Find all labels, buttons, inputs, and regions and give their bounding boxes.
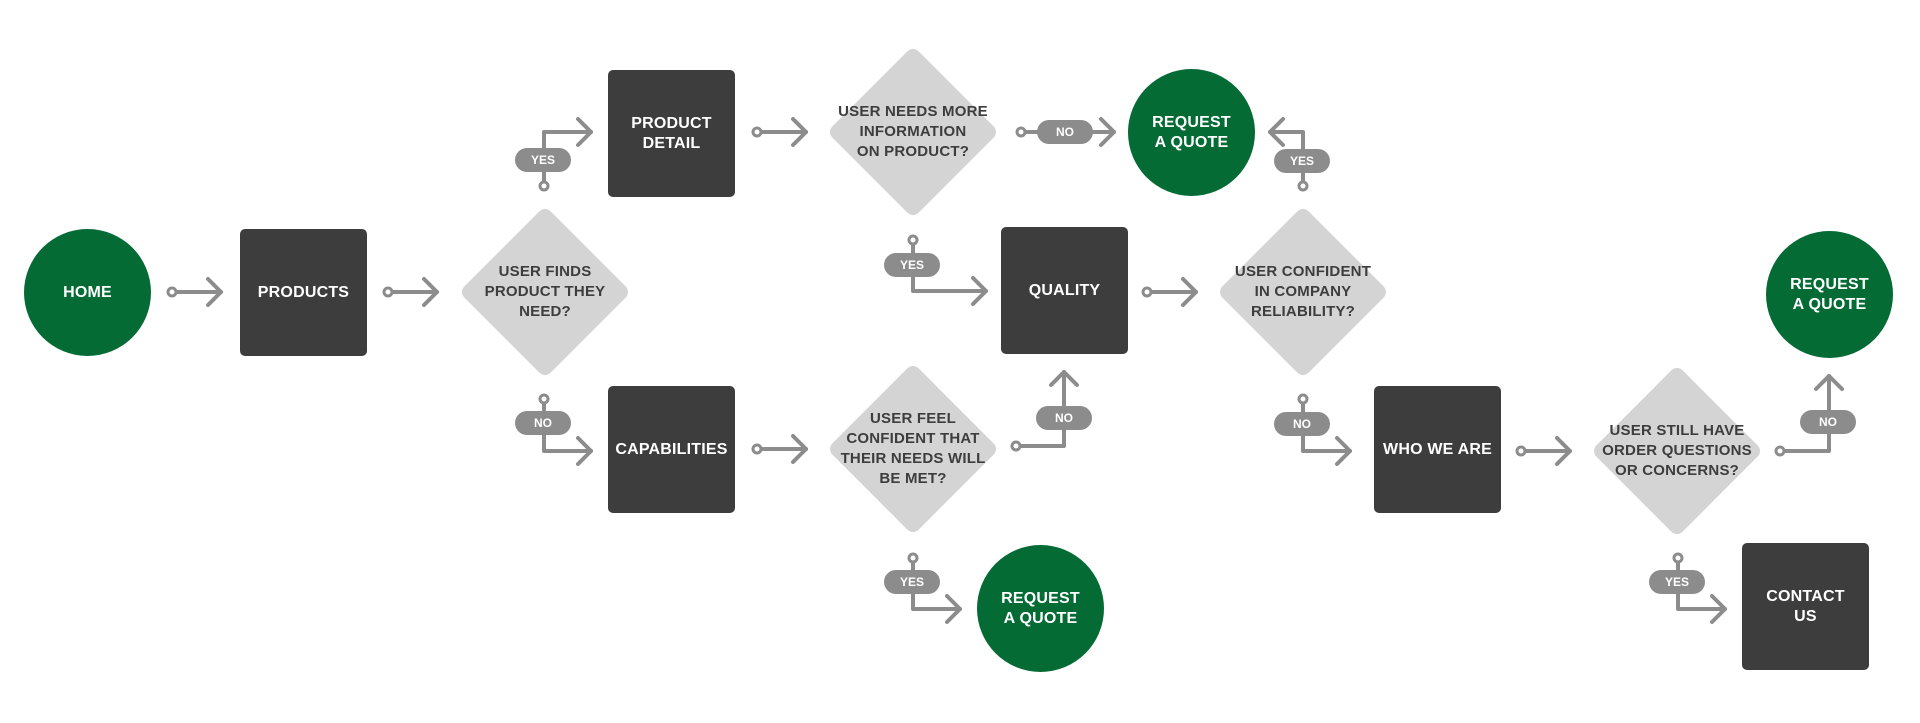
request-quote-bottom-node[interactable]: REQUEST A QUOTE bbox=[977, 545, 1104, 672]
arrow-products-to-decision bbox=[386, 277, 439, 307]
decision-order-questions: USER STILL HAVE ORDER QUESTIONS OR CONCE… bbox=[1590, 364, 1764, 538]
capabilities-node[interactable]: CAPABILITIES bbox=[608, 386, 735, 513]
decision-label: USER NEEDS MORE INFORMATION ON PRODUCT? bbox=[838, 103, 988, 160]
decision-confident-needs-met: USER FEEL CONFIDENT THAT THEIR NEEDS WIL… bbox=[826, 362, 1000, 536]
home-node[interactable]: HOME bbox=[24, 229, 151, 356]
arrow-product-detail-to-decision bbox=[755, 117, 808, 147]
yes-label: YES bbox=[884, 570, 940, 594]
decision-label: USER FINDS PRODUCT THEY NEED? bbox=[484, 263, 606, 320]
no-label: NO bbox=[1800, 410, 1856, 434]
no-label: NO bbox=[1274, 412, 1330, 436]
branch-no-quality bbox=[1014, 370, 1079, 448]
yes-label: YES bbox=[1649, 570, 1705, 594]
yes-label: YES bbox=[884, 253, 940, 277]
no-label: NO bbox=[1037, 120, 1093, 144]
arrow-home-to-products bbox=[170, 277, 223, 307]
who-we-are-node[interactable]: WHO WE ARE bbox=[1374, 386, 1501, 513]
arrow-capabilities-to-decision bbox=[755, 434, 808, 464]
quality-node[interactable]: QUALITY bbox=[1001, 227, 1128, 354]
product-detail-node[interactable]: PRODUCT DETAIL bbox=[608, 70, 735, 197]
decision-user-finds-product: USER FINDS PRODUCT THEY NEED? bbox=[458, 205, 632, 379]
no-label: NO bbox=[1036, 406, 1092, 430]
arrow-quality-to-decision bbox=[1145, 277, 1198, 307]
products-node[interactable]: PRODUCTS bbox=[240, 229, 367, 356]
no-label: NO bbox=[515, 411, 571, 435]
decision-needs-more-info: USER NEEDS MORE INFORMATION ON PRODUCT? bbox=[826, 45, 1000, 219]
branch-no-request-quote-right bbox=[1778, 374, 1844, 453]
arrow-who-we-are-to-decision bbox=[1519, 436, 1572, 466]
decision-company-reliability: USER CONFIDENT IN COMPANY RELIABILITY? bbox=[1216, 205, 1390, 379]
request-quote-right-node[interactable]: REQUEST A QUOTE bbox=[1766, 231, 1893, 358]
decision-label: USER FEEL CONFIDENT THAT THEIR NEEDS WIL… bbox=[840, 410, 986, 487]
decision-label: USER STILL HAVE ORDER QUESTIONS OR CONCE… bbox=[1602, 422, 1752, 479]
yes-label: YES bbox=[515, 148, 571, 172]
yes-label: YES bbox=[1274, 149, 1330, 173]
decision-label: USER CONFIDENT IN COMPANY RELIABILITY? bbox=[1234, 263, 1372, 320]
contact-us-node[interactable]: CONTACT US bbox=[1742, 543, 1869, 670]
request-quote-top-node[interactable]: REQUEST A QUOTE bbox=[1128, 69, 1255, 196]
